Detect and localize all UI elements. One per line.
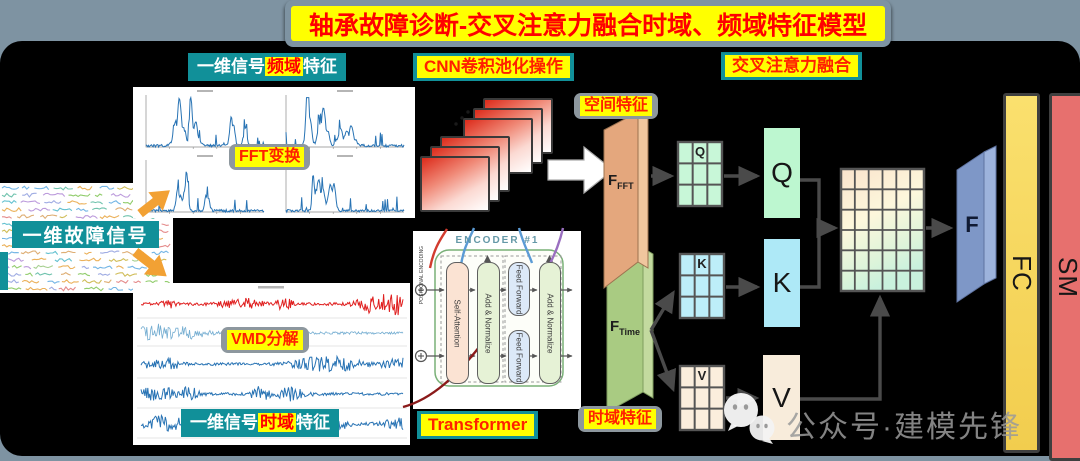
label-cross-attention-text: 交叉注意力融合 bbox=[725, 55, 858, 77]
positional-encoding-label: POSITIONAL ENCODING bbox=[419, 245, 425, 305]
softmax-layer: SM bbox=[1049, 93, 1080, 461]
label-time-highlight: 时域 bbox=[258, 413, 296, 432]
sm-label: SM bbox=[1052, 257, 1080, 298]
label-spatial-feature: 空间特征 bbox=[574, 93, 658, 119]
add-normalize-block: Add & Normalize bbox=[477, 262, 500, 384]
feed-forward-block: Feed Forward bbox=[508, 262, 530, 316]
key-letter: K bbox=[773, 267, 792, 299]
label-temporal-feature: 时域特征 bbox=[578, 406, 662, 432]
fused-feature-letter: F bbox=[957, 212, 987, 238]
add-normalize-block: Add & Normalize bbox=[539, 262, 561, 384]
key-grid-letter: K bbox=[680, 256, 724, 271]
label-frequency-post: 特征 bbox=[303, 57, 337, 76]
self-attention-block: Self-Attention bbox=[446, 262, 469, 384]
feed-forward-block: Feed Forward bbox=[508, 330, 530, 384]
label-vmd-decompose: VMD分解 bbox=[221, 327, 309, 353]
label-cnn-text: CNN卷积池化操作 bbox=[417, 56, 570, 78]
teal-fragment bbox=[0, 252, 8, 290]
fully-connected-layer: FC bbox=[1003, 93, 1040, 453]
label-frequency-highlight: 频域 bbox=[265, 57, 303, 76]
label-frequency-feature: 一维信号频域特征 bbox=[188, 53, 346, 81]
cnn-feature-map bbox=[420, 156, 490, 212]
query-box: Q bbox=[764, 128, 800, 218]
label-time-post: 特征 bbox=[296, 413, 330, 432]
label-transformer-text: Transformer bbox=[421, 414, 534, 436]
label-fft-transform: FFT变换 bbox=[229, 144, 310, 170]
watermark-text: 公众号·建模先锋 bbox=[786, 402, 1022, 446]
value-grid-letter: V bbox=[680, 368, 724, 383]
diagram-title: 轴承故障诊断-交叉注意力融合时域、频域特征模型 bbox=[291, 6, 885, 41]
label-cross-attention: 交叉注意力融合 bbox=[721, 52, 862, 80]
label-cnn-operation: CNN卷积池化操作 bbox=[413, 53, 574, 81]
label-time-pre: 一维信号 bbox=[190, 413, 258, 432]
label-transformer: Transformer bbox=[417, 411, 538, 439]
label-frequency-pre: 一维信号 bbox=[197, 57, 265, 76]
label-time-feature: 一维信号时域特征 bbox=[181, 409, 339, 437]
encoder-title: ENCODER #1 bbox=[425, 235, 570, 246]
query-grid-letter: Q bbox=[678, 144, 722, 159]
label-spatial-text: 空间特征 bbox=[580, 96, 652, 116]
query-letter: Q bbox=[771, 157, 793, 189]
key-box: K bbox=[764, 239, 800, 327]
fc-label: FC bbox=[1006, 255, 1037, 292]
label-temporal-text: 时域特征 bbox=[584, 409, 656, 429]
label-input-signal-text: 一维故障信号 bbox=[22, 221, 148, 248]
wechat-icon bbox=[715, 390, 790, 452]
fft-feature-tensor-label: FFFT bbox=[608, 172, 634, 191]
label-fft-text: FFT变换 bbox=[235, 147, 304, 167]
label-input-signal: 一维故障信号 bbox=[12, 221, 159, 248]
time-feature-tensor-label: FTime bbox=[610, 318, 640, 337]
label-vmd-text: VMD分解 bbox=[227, 330, 303, 350]
diagram-title-text: 轴承故障诊断-交叉注意力融合时域、频域特征模型 bbox=[309, 6, 867, 42]
